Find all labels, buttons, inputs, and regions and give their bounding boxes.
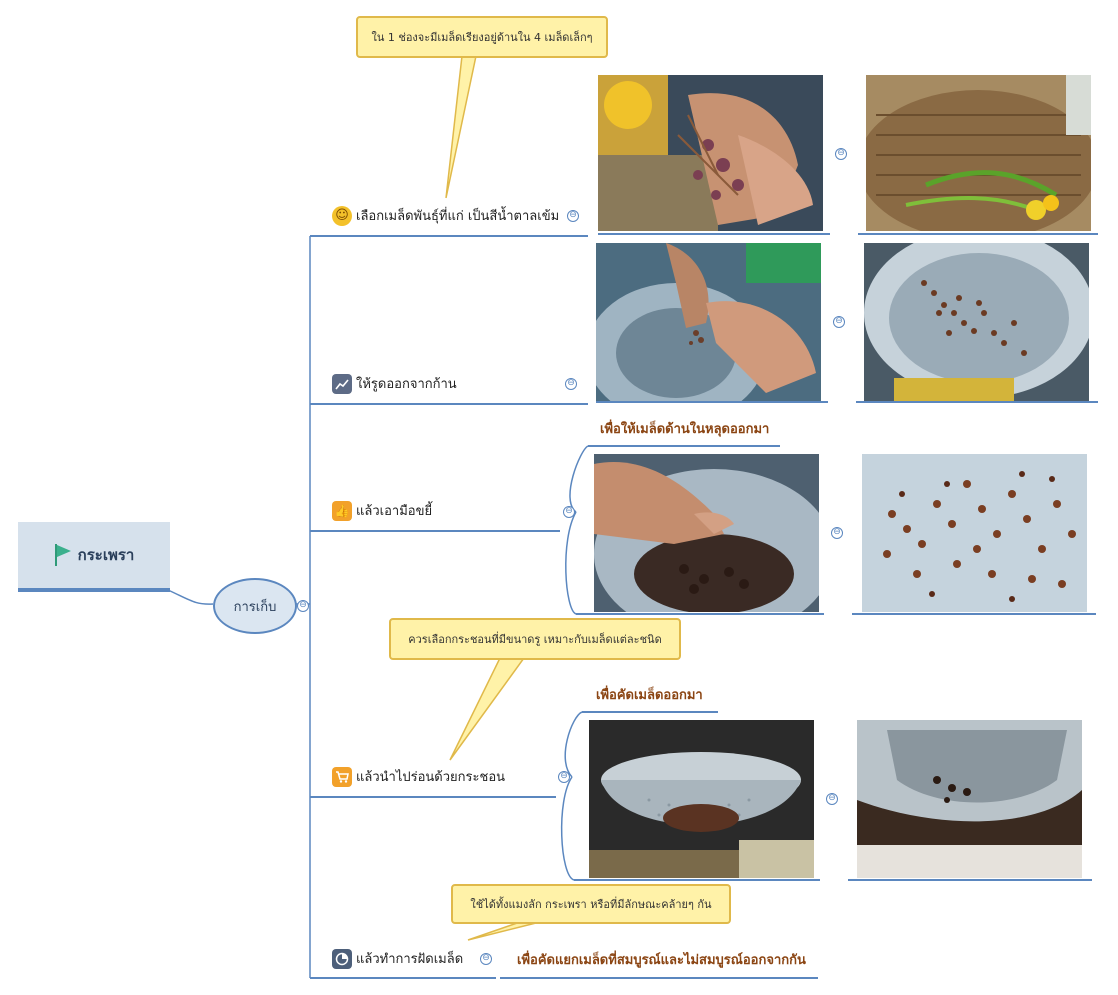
step-sieve[interactable]: แล้วนำไปร่อนด้วยกระชอน: [332, 766, 505, 787]
step-winnow[interactable]: แล้วทำการฝัดเมล็ด: [332, 948, 463, 969]
callout-note-3[interactable]: ใช้ได้ทั้งแมงลัก กระเพรา หรือที่มีลักษณะ…: [451, 884, 731, 924]
photo-rubbing-seeds-by-hand: [594, 454, 819, 612]
pie-chart-icon: [332, 948, 352, 969]
photo-pouring-seeds-from-bowl: [857, 720, 1082, 878]
collapse-toggle-image-row-4[interactable]: ⊖: [826, 793, 838, 805]
step-sieve-subtitle: เพื่อคัดเมล็ดออกมา: [596, 688, 703, 703]
step-winnow-subtitle: เพื่อคัดแยกเมล็ดที่สมบูรณ์และไม่สมบูรณ์อ…: [517, 953, 806, 968]
step-winnow-label: แล้วทำการฝัดเมล็ด: [356, 952, 464, 967]
callout-note-1[interactable]: ใน 1 ช่องจะมีเมล็ดเรียงอยู่ด้านใน 4 เมล็…: [356, 16, 608, 58]
callout-note-3-text: ใช้ได้ทั้งแมงลัก กระเพรา หรือที่มีลักษณะ…: [470, 898, 712, 911]
photo-seeds-scattered-in-bowl: [862, 454, 1087, 612]
callout-note-2-text: ควรเลือกกระชอนที่มีขนาดรู เหมาะกับเมล็ดแ…: [408, 633, 662, 646]
photo-hands-holding-dried-stems: [598, 75, 823, 231]
step-select-seeds[interactable]: ☺ เลือกเมล็ดพันธุ์ที่แก่ เป็นสีน้ำตาลเข้…: [332, 205, 559, 226]
collapse-toggle-image-row-2[interactable]: ⊖: [833, 316, 845, 328]
thumbs-up-icon: 👍: [332, 500, 352, 521]
root-topic-label: กระเพรา: [77, 546, 135, 564]
step-rub-by-hand[interactable]: 👍 แล้วเอามือขยี้: [332, 500, 432, 521]
smiley-icon: ☺: [332, 205, 352, 226]
collapse-toggle-image-row-1[interactable]: ⊖: [835, 148, 847, 160]
photo-sieving-seeds: [589, 720, 814, 878]
collapse-toggle-step-5[interactable]: ⊖: [480, 953, 492, 965]
collapse-toggle-step-4[interactable]: ⊖: [558, 771, 570, 783]
step-sieve-label: แล้วนำไปร่อนด้วยกระชอน: [356, 770, 506, 785]
collapse-toggle-image-row-3[interactable]: ⊖: [831, 527, 843, 539]
hub-topic-label: การเก็บ: [233, 599, 277, 615]
root-topic[interactable]: กระเพรา: [18, 522, 170, 592]
photo-stripping-seeds-into-bowl: [596, 243, 821, 401]
step-rub-by-hand-subtitle: เพื่อให้เมล็ดด้านในหลุดออกมา: [600, 422, 770, 437]
photo-basket-of-dried-basil: [866, 75, 1091, 231]
flag-icon: [54, 544, 72, 566]
collapse-toggle-step-2[interactable]: ⊖: [565, 378, 577, 390]
cart-icon: [332, 766, 352, 787]
collapse-toggle-step-1[interactable]: ⊖: [567, 210, 579, 222]
hub-topic[interactable]: การเก็บ: [213, 578, 297, 634]
collapse-toggle-step-3[interactable]: ⊖: [563, 506, 575, 518]
step-strip-stems-label: ให้รูดออกจากก้าน: [356, 377, 457, 392]
chart-icon: [332, 373, 352, 394]
callout-note-1-text: ใน 1 ช่องจะมีเมล็ดเรียงอยู่ด้านใน 4 เมล็…: [371, 31, 593, 44]
collapse-toggle-hub[interactable]: ⊖: [297, 600, 309, 612]
step-rub-by-hand-label: แล้วเอามือขยี้: [356, 504, 433, 519]
step-select-seeds-label: เลือกเมล็ดพันธุ์ที่แก่ เป็นสีน้ำตาลเข้ม: [356, 209, 560, 224]
photo-seeds-in-steel-bowl: [864, 243, 1089, 401]
callout-note-2[interactable]: ควรเลือกกระชอนที่มีขนาดรู เหมาะกับเมล็ดแ…: [389, 618, 681, 660]
step-strip-stems[interactable]: ให้รูดออกจากก้าน: [332, 373, 457, 394]
